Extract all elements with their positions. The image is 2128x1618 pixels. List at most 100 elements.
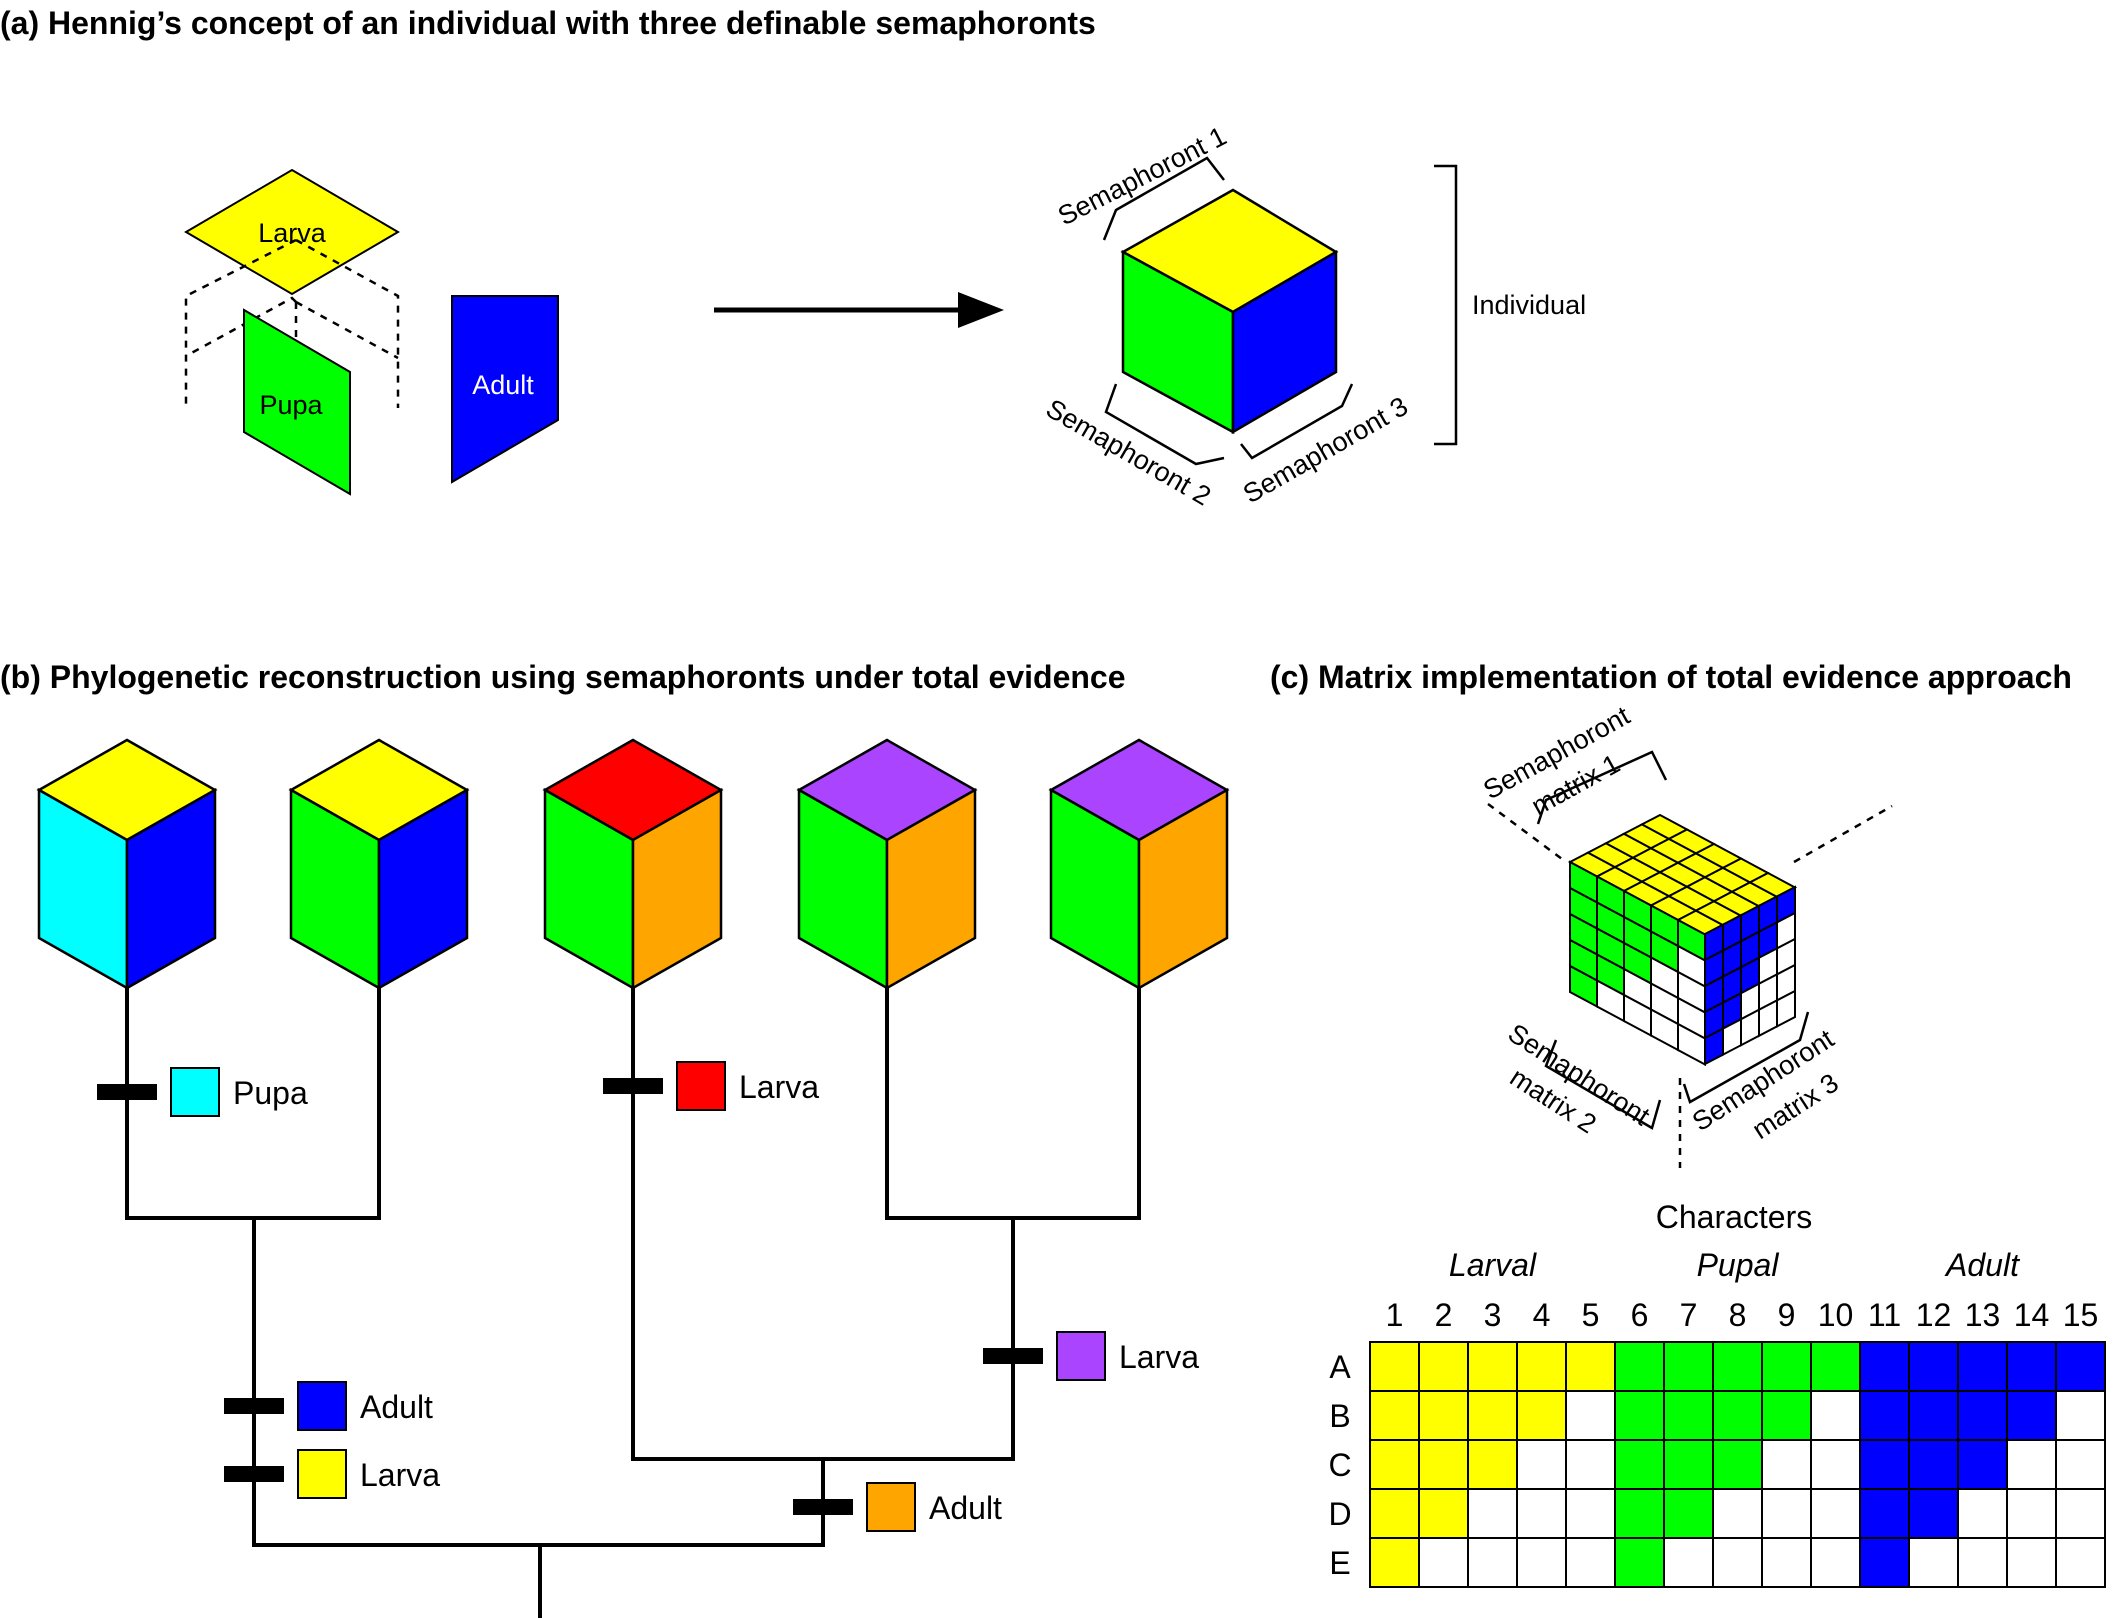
semaphoront-matrix-3-face xyxy=(1704,885,1796,1066)
matrix-cell xyxy=(1418,1390,1469,1441)
semaphoront-1-bracket xyxy=(1102,156,1225,241)
column-label: 1 xyxy=(1386,1297,1404,1333)
assembled-cube: Semaphoront 1 Semaphoront 2 Semaphoront … xyxy=(1041,121,1586,512)
transition-arrow xyxy=(714,292,1004,328)
matrix-cell xyxy=(1565,1439,1616,1490)
column-label: 11 xyxy=(1868,1297,1901,1333)
matrix-cell xyxy=(1565,1537,1616,1588)
row-label: B xyxy=(1329,1398,1350,1434)
character-change: Adult xyxy=(793,1482,1002,1532)
column-label: 2 xyxy=(1435,1297,1453,1333)
character-group-label: Adult xyxy=(1944,1247,2020,1283)
matrix-3-bracket xyxy=(1682,1011,1810,1104)
terminal-cube xyxy=(796,738,978,991)
column-label: 9 xyxy=(1778,1297,1796,1333)
matrix-cell xyxy=(2055,1390,2106,1441)
matrix-cell xyxy=(1810,1488,1861,1539)
matrix-1-bracket xyxy=(1536,750,1668,825)
state-swatch xyxy=(676,1061,726,1111)
characters-heading: Characters xyxy=(1656,1199,1813,1235)
matrix-cell xyxy=(2055,1488,2106,1539)
matrix-cell xyxy=(1859,1537,1910,1588)
matrix-cell xyxy=(1369,1439,1420,1490)
change-tick xyxy=(793,1499,853,1515)
larva-face xyxy=(184,168,400,296)
matrix-cell xyxy=(1957,1341,2008,1392)
matrix-cell xyxy=(1859,1341,1910,1392)
matrix-cell xyxy=(1957,1488,2008,1539)
larva-label: Larva xyxy=(258,218,327,248)
state-swatch xyxy=(866,1482,916,1532)
column-label: 6 xyxy=(1631,1297,1649,1333)
exploded-individual: Larva Pupa Adult xyxy=(184,168,559,496)
semaphoront-matrix-1-face xyxy=(1567,813,1798,936)
matrix-cell xyxy=(1712,1439,1763,1490)
dashed-edge xyxy=(185,296,297,358)
matrix-cell xyxy=(1908,1488,1959,1539)
matrix-cell xyxy=(1957,1390,2008,1441)
panel-b-title: (b) Phylogenetic reconstruction using se… xyxy=(0,659,1126,695)
cube-right-face xyxy=(885,787,977,991)
state-swatch xyxy=(1056,1331,1106,1381)
matrix-cell xyxy=(1761,1390,1812,1441)
cube-right-face xyxy=(377,787,469,991)
column-label: 3 xyxy=(1484,1297,1502,1333)
cube-right-face xyxy=(1231,249,1338,435)
matrix-cell xyxy=(2006,1341,2057,1392)
character-change: Larva xyxy=(603,1061,819,1111)
matrix-cell xyxy=(1908,1390,1959,1441)
matrix-cell xyxy=(1467,1341,1518,1392)
individual-label: Individual xyxy=(1472,290,1586,320)
matrix-cell xyxy=(1467,1390,1518,1441)
column-label: 8 xyxy=(1729,1297,1747,1333)
matrix-cell xyxy=(1516,1488,1567,1539)
row-label: C xyxy=(1328,1447,1351,1483)
matrix-cell xyxy=(1810,1341,1861,1392)
panel-c-title: (c) Matrix implementation of total evide… xyxy=(1270,659,2072,695)
character-group-label: Pupal xyxy=(1697,1247,1780,1283)
matrix-cell xyxy=(1712,1537,1763,1588)
state-swatch xyxy=(297,1449,347,1499)
cube-right-face xyxy=(1137,787,1229,991)
dashed-edge xyxy=(295,238,400,408)
matrix-cell xyxy=(1859,1488,1910,1539)
row-label: E xyxy=(1329,1545,1350,1581)
matrix-cell xyxy=(1369,1341,1420,1392)
semaphoront-matrix-2-face xyxy=(1569,860,1706,1067)
character-change: Adult xyxy=(224,1381,433,1431)
matrix-cell xyxy=(1369,1390,1420,1441)
matrix-cell xyxy=(1614,1439,1665,1490)
column-label: 15 xyxy=(2063,1297,2099,1333)
matrix-cell xyxy=(1516,1390,1567,1441)
matrix-cell xyxy=(2055,1341,2106,1392)
column-label: 7 xyxy=(1680,1297,1698,1333)
matrix-cell xyxy=(1516,1341,1567,1392)
matrix-cell xyxy=(1810,1390,1861,1441)
change-label: Larva xyxy=(1119,1339,1199,1375)
matrix-cell xyxy=(1418,1439,1469,1490)
terminal-cube xyxy=(542,738,724,991)
matrix-cell xyxy=(1467,1537,1518,1588)
matrix-cell xyxy=(1565,1390,1616,1441)
change-label: Adult xyxy=(360,1389,433,1425)
matrix-cube: Semaphoront matrix 1 Semaphoront matrix … xyxy=(1478,700,1893,1168)
semaphoront-3-bracket xyxy=(1240,383,1354,460)
dashed-edge xyxy=(295,300,399,360)
column-label: 14 xyxy=(2014,1297,2050,1333)
matrix-cell xyxy=(1663,1439,1714,1490)
state-swatch xyxy=(170,1067,220,1117)
matrix-cell xyxy=(1859,1390,1910,1441)
change-label: Larva xyxy=(360,1457,440,1493)
matrix-cell xyxy=(2006,1488,2057,1539)
matrix-cell xyxy=(1712,1488,1763,1539)
matrix-cell xyxy=(1418,1537,1469,1588)
matrix-cell xyxy=(1369,1537,1420,1588)
column-label: 12 xyxy=(1916,1297,1952,1333)
terminal-cube xyxy=(288,738,470,991)
column-label: 13 xyxy=(1965,1297,2001,1333)
matrix-cell xyxy=(1418,1488,1469,1539)
matrix-cell xyxy=(1761,1341,1812,1392)
